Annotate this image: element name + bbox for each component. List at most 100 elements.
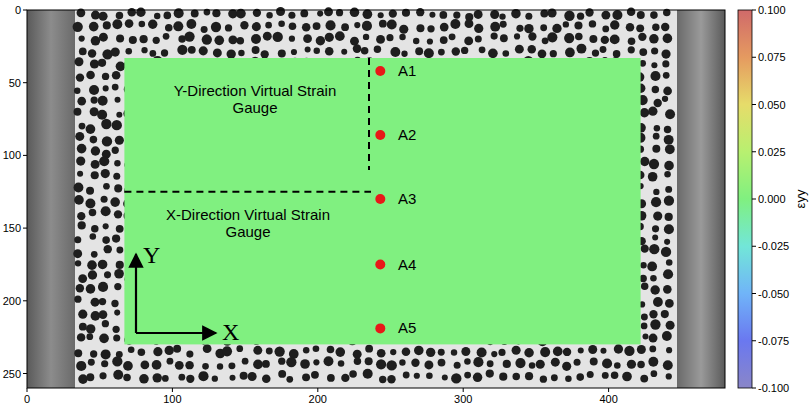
speckle-dot <box>177 45 187 55</box>
speckle-dot <box>449 33 456 40</box>
colorbar-tick <box>752 151 756 152</box>
speckle-dot <box>650 285 659 294</box>
speckle-dot <box>525 372 533 380</box>
speckle-dot <box>230 375 236 381</box>
speckle-dot <box>78 374 88 384</box>
speckle-dot <box>123 374 131 382</box>
speckle-dot <box>305 46 311 52</box>
speckle-dot <box>664 161 674 171</box>
speckle-dot <box>99 298 106 305</box>
speckle-dot <box>276 7 285 16</box>
speckle-dot <box>575 33 583 41</box>
speckle-dot <box>185 361 193 369</box>
speckle-dot <box>438 349 445 356</box>
y-tick-label: 100 <box>3 149 21 162</box>
speckle-dot <box>652 86 659 93</box>
speckle-dot <box>79 323 87 331</box>
speckle-dot <box>116 261 124 269</box>
speckle-dot <box>253 360 263 370</box>
speckle-dot <box>386 360 396 370</box>
speckle-dot <box>499 13 505 19</box>
speckle-dot <box>335 347 345 357</box>
speckle-dot <box>491 351 497 357</box>
speckle-dot <box>589 20 596 27</box>
speckle-dot <box>649 346 656 353</box>
speckle-dot <box>97 110 107 120</box>
speckle-dot <box>553 347 563 357</box>
speckle-dot <box>452 47 460 55</box>
speckle-dot <box>175 361 184 370</box>
speckle-dot <box>500 21 507 28</box>
speckle-dot <box>353 350 362 359</box>
speckle-dot <box>641 314 648 321</box>
speckle-dot <box>125 19 134 28</box>
speckle-dot <box>479 46 486 53</box>
speckle-dot <box>500 34 508 42</box>
speckle-dot <box>601 36 609 44</box>
speckle-dot <box>399 25 408 34</box>
speckle-dot <box>341 23 349 31</box>
axis-letter: Y <box>143 242 160 270</box>
speckle-dot <box>116 62 126 72</box>
speckle-dot <box>601 11 610 20</box>
speckle-dot <box>91 11 100 20</box>
speckle-dot <box>238 50 244 56</box>
speckle-dot <box>663 269 673 279</box>
speckle-dot <box>650 319 660 329</box>
speckle-dot <box>551 374 558 381</box>
speckle-dot <box>266 12 272 18</box>
speckle-dot <box>664 126 671 133</box>
speckle-dot <box>363 9 373 19</box>
y-tick-label: 150 <box>3 222 21 235</box>
speckle-dot <box>426 372 433 379</box>
colorbar <box>738 10 752 388</box>
speckle-dot <box>624 346 634 356</box>
speckle-dot <box>110 197 120 207</box>
speckle-dot <box>111 48 120 57</box>
speckle-dot <box>565 48 575 58</box>
speckle-dot <box>201 26 208 33</box>
speckle-dot <box>666 347 672 353</box>
speckle-dot <box>661 50 670 59</box>
speckle-dot <box>414 373 420 379</box>
speckle-ground <box>75 10 677 388</box>
speckle-dot <box>666 321 675 330</box>
speckle-dot <box>413 38 419 44</box>
colorbar-tick-label: -0.100 <box>758 382 789 395</box>
speckle-dot <box>87 260 97 270</box>
speckle-dot <box>654 125 660 131</box>
speckle-dot <box>427 38 433 44</box>
speckle-dot <box>202 34 212 44</box>
speckle-dot <box>647 262 657 272</box>
speckle-dot <box>536 360 545 369</box>
speckle-dot <box>324 356 334 366</box>
speckle-dot <box>311 371 319 379</box>
speckle-dot <box>129 36 137 44</box>
speckle-dot <box>438 359 446 367</box>
speckle-dot <box>402 347 411 356</box>
speckle-dot <box>225 24 232 31</box>
speckle-dot <box>79 123 86 130</box>
speckle-dot <box>362 21 372 31</box>
speckle-dot <box>529 362 536 369</box>
speckle-dot <box>139 21 146 28</box>
speckle-dot <box>102 320 109 327</box>
speckle-dot <box>153 347 162 356</box>
speckle-dot <box>666 259 673 266</box>
speckle-dot <box>477 347 487 357</box>
speckle-dot <box>227 49 236 58</box>
speckle-dot <box>74 236 81 243</box>
colorbar-tick-label: -0.050 <box>758 287 789 300</box>
speckle-dot <box>401 51 407 57</box>
speckle-dot <box>101 169 110 178</box>
speckle-dot <box>114 184 122 192</box>
speckle-dot <box>424 48 434 58</box>
speckle-dot <box>289 22 297 30</box>
x-tick-label: 0 <box>24 393 30 406</box>
colorbar-tick <box>752 388 756 389</box>
speckle-dot <box>665 299 674 308</box>
speckle-dot <box>303 34 312 43</box>
speckle-dot <box>365 345 373 353</box>
speckle-dot <box>161 49 168 56</box>
